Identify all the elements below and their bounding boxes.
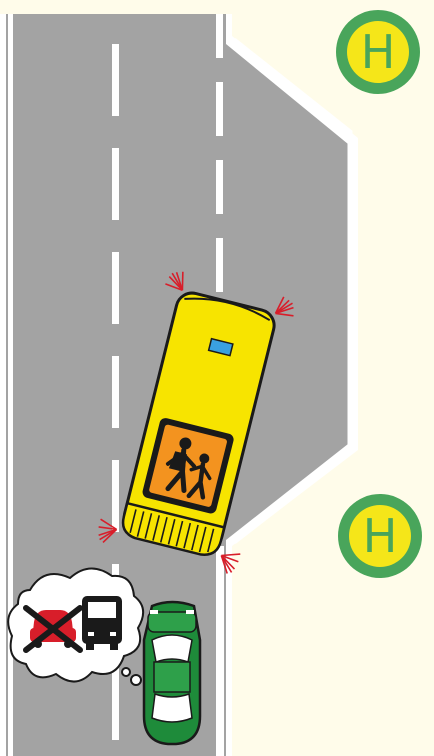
bus-icon [82, 596, 122, 650]
bus-stop-letter: H [363, 509, 398, 563]
green-car [144, 602, 200, 744]
right-road-edge-line [216, 546, 224, 756]
bus-stop-letter: H [361, 25, 396, 79]
bus-stop-sign-bottom: H [338, 494, 422, 578]
bus-stop-sign-top: H [336, 10, 420, 94]
